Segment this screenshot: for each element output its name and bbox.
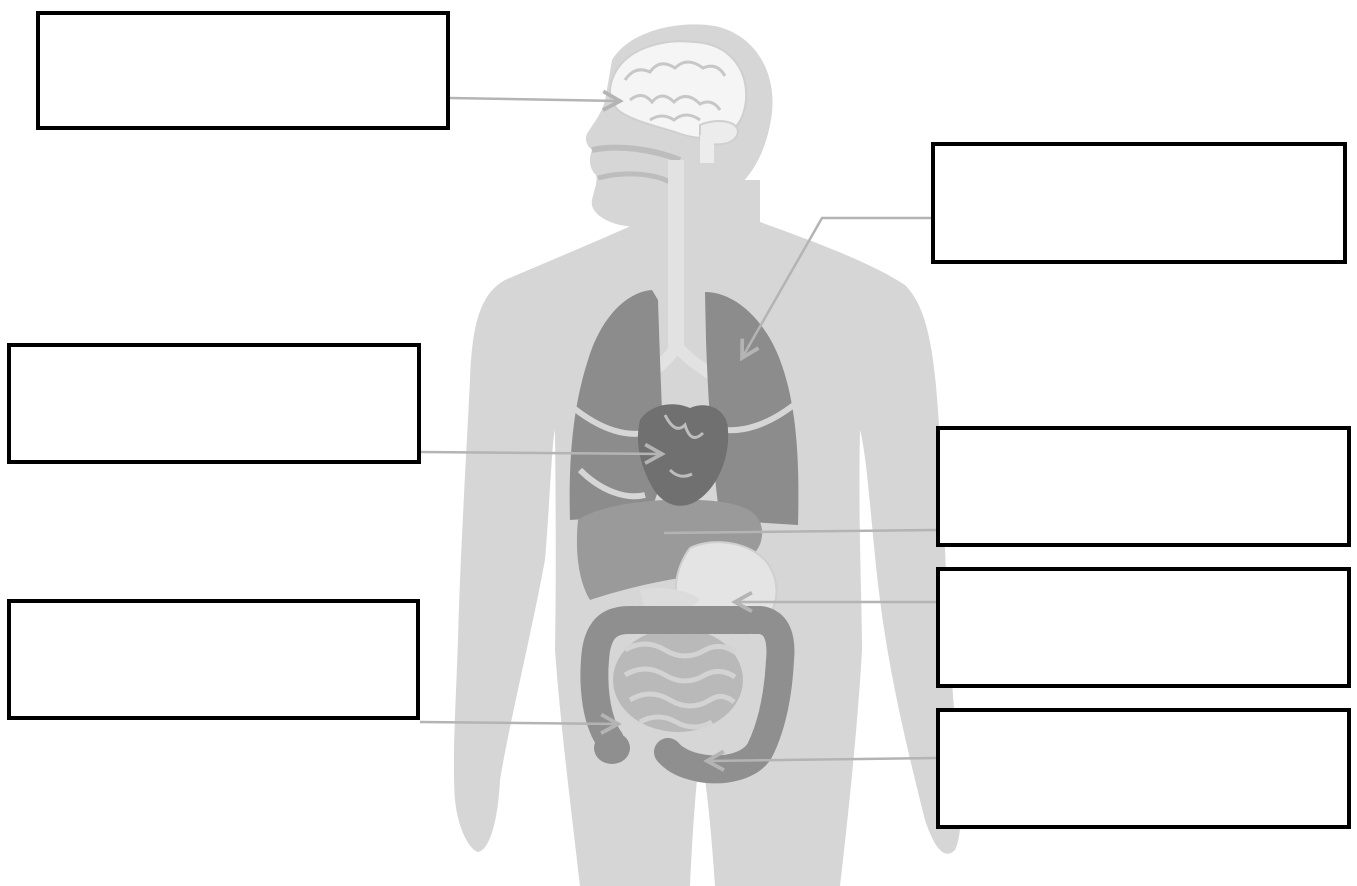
label-box-heart[interactable]	[7, 343, 421, 464]
rectum	[594, 732, 630, 764]
label-box-brain[interactable]	[36, 11, 450, 130]
brain-stem	[700, 135, 714, 163]
trachea	[668, 160, 684, 350]
small-intestine-organ	[613, 628, 743, 732]
leader-line-brain	[450, 98, 620, 101]
label-box-lungs[interactable]	[931, 142, 1347, 264]
label-box-liver[interactable]	[936, 426, 1351, 547]
label-box-stomach[interactable]	[936, 567, 1351, 688]
label-box-colon[interactable]	[7, 599, 420, 720]
label-box-intestine[interactable]	[936, 708, 1351, 829]
